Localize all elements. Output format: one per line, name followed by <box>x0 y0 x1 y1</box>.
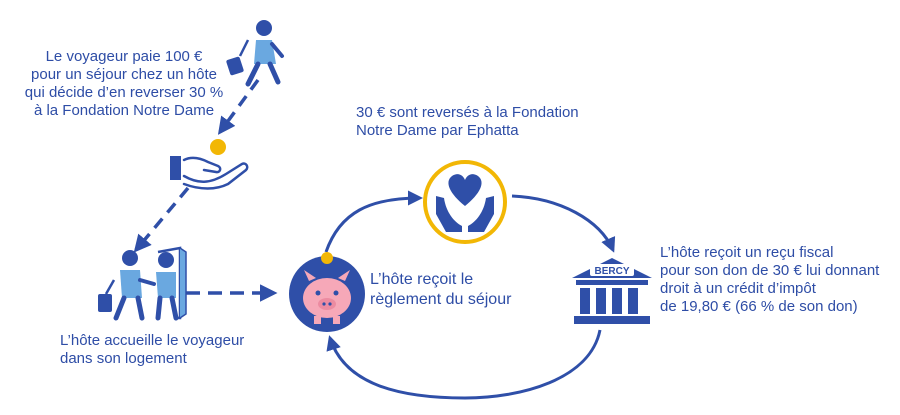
tax-receipt-text: L’hôte reçoit un reçu fiscal pour son do… <box>660 244 879 316</box>
cycle-arrow-heart-to-bercy <box>511 194 616 253</box>
cycle-arrow-bercy-to-piggy <box>326 329 602 400</box>
text-line: Notre Dame par Ephatta <box>356 122 519 139</box>
text-line: droit à un crédit d’impôt <box>660 280 816 297</box>
text-line: L’hôte reçoit le <box>370 271 474 288</box>
text-line: de 19,80 € (66 % de son don) <box>660 298 858 315</box>
host-payment-text: L’hôte reçoit le règlement du séjour <box>370 270 511 310</box>
host-welcomes-text: L’hôte accueille le voyageur dans son lo… <box>60 332 244 368</box>
hand-holding-coin-icon <box>170 139 249 190</box>
text-line: 30 € sont reversés à la Fondation <box>356 104 579 121</box>
cycle-arrow-piggy-to-heart <box>324 190 423 253</box>
text-line: L’hôte reçoit un reçu fiscal <box>660 244 834 261</box>
traveler-with-suitcase-icon <box>226 20 284 87</box>
dashed-arrow-hand-to-welcome <box>133 186 190 253</box>
dashed-arrow-traveler-to-hand <box>217 78 260 135</box>
text-line: dans son logement <box>60 350 187 367</box>
text-line: qui décide d’en reverser 30 % <box>24 84 224 101</box>
host-welcoming-traveler-icon <box>98 246 187 321</box>
text-line: Le voyageur paie 100 € <box>45 48 203 65</box>
piggy-bank-icon <box>289 252 365 332</box>
text-line: L’hôte accueille le voyageur <box>60 332 245 349</box>
text-line: pour son don de 30 € lui donnant <box>660 262 880 279</box>
text-line: à la Fondation Notre Dame <box>33 102 215 119</box>
text-line: règlement du séjour <box>370 291 512 308</box>
hands-holding-heart-icon <box>423 160 507 244</box>
bercy-label: BERCY <box>594 266 629 277</box>
text-line: pour un séjour chez un hôte <box>31 66 217 83</box>
traveler-pays-text: Le voyageur paie 100 € pour un séjour ch… <box>18 48 230 120</box>
foundation-transfer-text: 30 € sont reversés à la Fondation Notre … <box>356 104 579 140</box>
bercy-building-icon: BERCY <box>572 258 652 324</box>
